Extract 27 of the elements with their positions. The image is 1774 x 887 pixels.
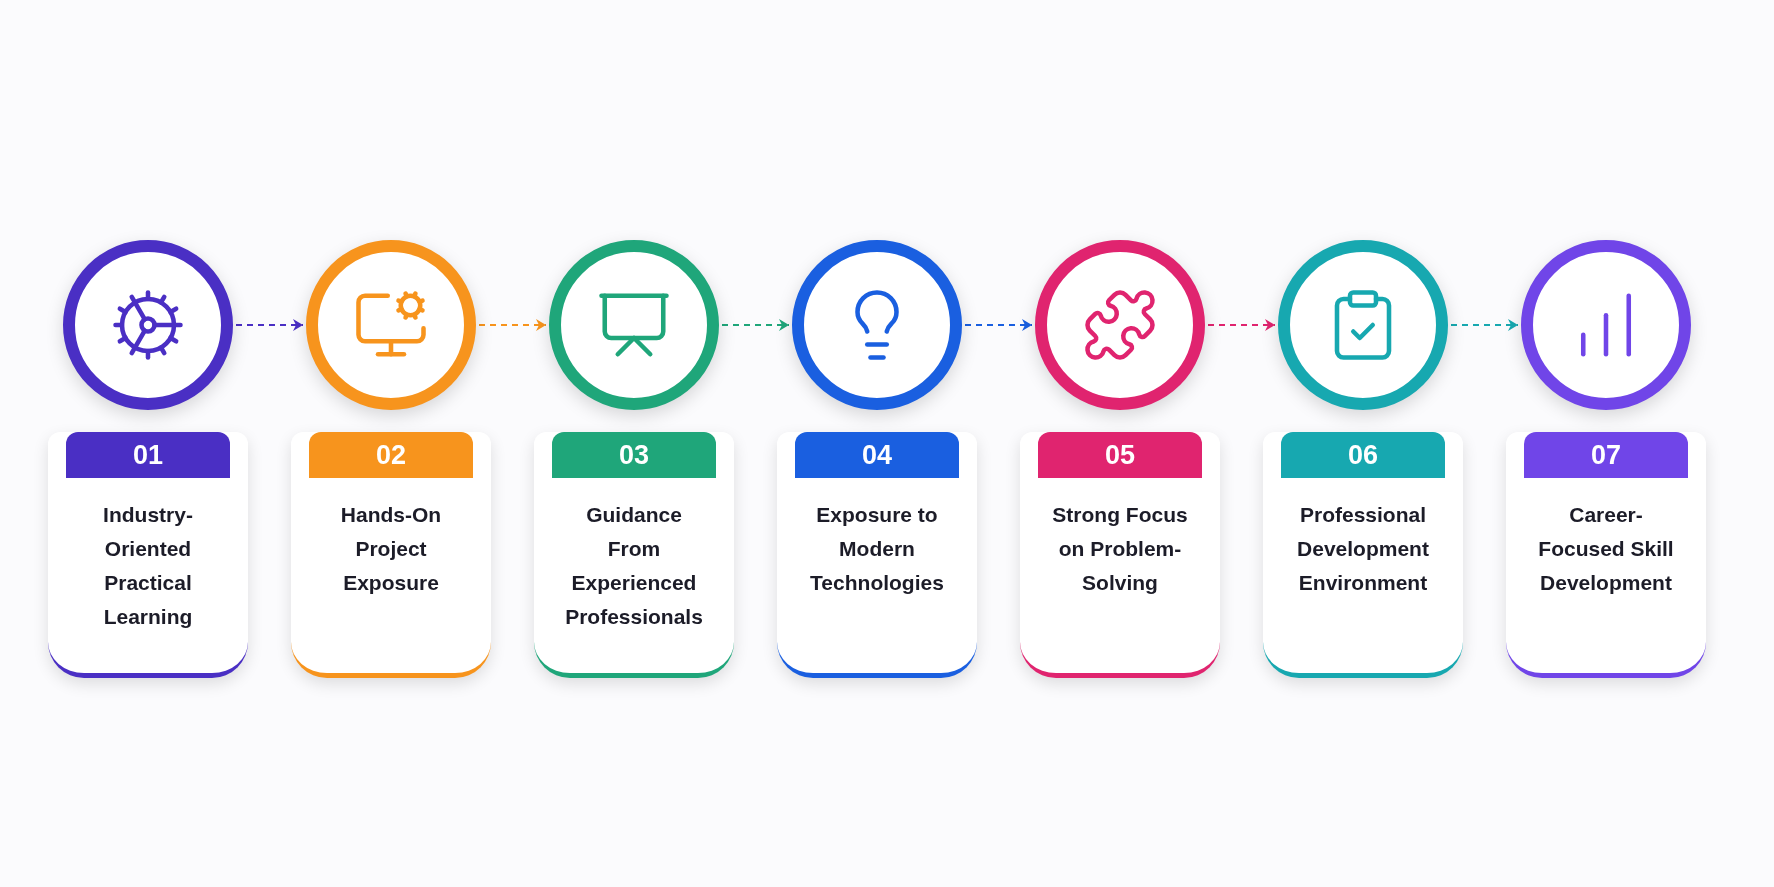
step-title: Hands-On Project Exposure <box>339 502 443 596</box>
step-title: Career-Focused Skill Development <box>1537 502 1675 596</box>
step-number: 06 <box>1281 432 1445 478</box>
arrow <box>964 319 1033 331</box>
step-card <box>291 432 491 678</box>
step-title: Guidance From Experienced Professionals <box>564 502 704 630</box>
arrow <box>721 319 790 331</box>
step-card <box>1506 432 1706 678</box>
step-card <box>1020 432 1220 678</box>
arrow <box>235 319 304 331</box>
step-title: Exposure to Modern Technologies <box>809 502 945 596</box>
step-number: 01 <box>66 432 230 478</box>
step-number: 04 <box>795 432 959 478</box>
step-card <box>777 432 977 678</box>
step-number: 03 <box>552 432 716 478</box>
step-title: Strong Focus on Problem-Solving <box>1051 502 1189 596</box>
step-card <box>1263 432 1463 678</box>
step-number: 07 <box>1524 432 1688 478</box>
arrow <box>478 319 547 331</box>
step-card <box>534 432 734 678</box>
step-title: Industry-Oriented Practical Learning <box>102 502 194 630</box>
arrow <box>1450 319 1519 331</box>
step-number: 05 <box>1038 432 1202 478</box>
step-card <box>48 432 248 678</box>
arrow <box>1207 319 1276 331</box>
step-number: 02 <box>309 432 473 478</box>
step-title: Professional Development Environment <box>1296 502 1430 596</box>
